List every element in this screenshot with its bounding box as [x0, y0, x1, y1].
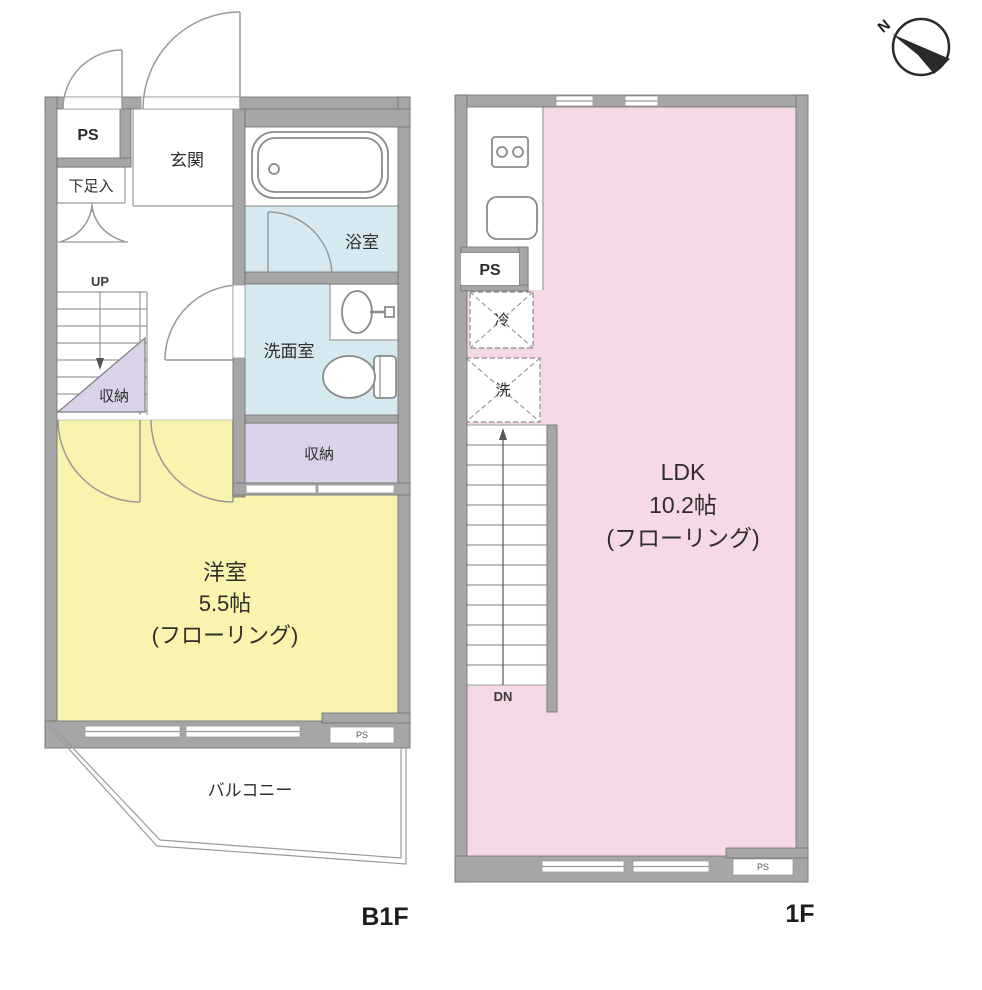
f1-ps-box — [461, 253, 519, 285]
balcony-label: バルコニー — [208, 781, 293, 800]
f1-stairs-arrow — [499, 428, 507, 440]
b1f-ps-small-label: PS — [356, 730, 368, 740]
washroom-sink — [329, 283, 399, 341]
shoe-box-doors — [58, 203, 128, 243]
entry-doors — [62, 11, 241, 110]
washer-label: 洗 — [495, 382, 510, 399]
balcony-window — [84, 725, 301, 738]
b1f-floor-label: B1F — [361, 903, 408, 931]
entrance-label: 玄関 — [170, 151, 204, 170]
washroom-label: 洗面室 — [264, 342, 315, 361]
compass-needle — [892, 34, 950, 74]
kitchen-sink — [486, 196, 538, 240]
balcony — [47, 725, 407, 865]
stairs-direction-arrow — [96, 358, 104, 370]
washroom-door — [164, 284, 241, 361]
stair-storage-label: 収納 — [99, 388, 129, 405]
b1f-ps-bottom-box — [329, 726, 395, 744]
b1f-openings — [62, 96, 395, 744]
fridge-space — [469, 291, 534, 349]
north-compass: N — [875, 16, 951, 77]
western-room-name: 洋室 — [203, 560, 247, 585]
bathroom-label: 浴室 — [345, 233, 379, 252]
f1-ps-small-label: PS — [757, 862, 769, 872]
tub-drain — [268, 163, 280, 175]
bathroom-door — [267, 211, 333, 277]
ldk-size: 10.2帖 — [649, 492, 717, 518]
b1f-floorplan: PS 玄関 下足入 UP 収納 浴室 洗面室 収納 洋室 5.5帖 (フローリン… — [44, 11, 411, 931]
f1-windows — [541, 95, 794, 876]
shoe-box-label: 下足入 — [68, 178, 113, 195]
bathroom-floor — [245, 206, 398, 272]
dn-label: DN — [494, 689, 513, 704]
f1-ps-bottom-box — [732, 858, 794, 876]
f1-floorplan: PS 冷 洗 DN LDK 10.2帖 (フローリング) PS 1F — [454, 94, 815, 928]
ldk-name: LDK — [661, 459, 706, 485]
shoe-box — [56, 166, 126, 204]
f1-ps-label: PS — [479, 262, 501, 279]
b1f-ps-floor — [57, 109, 120, 158]
fridge-label: 冷 — [494, 312, 509, 329]
stair-storage-floor — [56, 336, 146, 413]
f1-stairs — [459, 424, 548, 686]
f1-walls — [454, 94, 809, 883]
north-label: N — [875, 16, 894, 36]
ldk-flooring: (フローリング) — [606, 525, 759, 551]
up-label: UP — [91, 274, 109, 289]
f1-floor-label: 1F — [785, 900, 814, 928]
toilet — [322, 355, 397, 399]
bathtub — [251, 131, 389, 199]
western-room-size: 5.5帖 — [199, 591, 252, 616]
b1f-ps-label: PS — [77, 127, 99, 144]
stove — [491, 136, 529, 168]
kitchen-floor-strip — [529, 247, 543, 290]
compass-circle — [891, 17, 951, 77]
closet-label: 収納 — [304, 446, 334, 463]
western-room-flooring: (フローリング) — [152, 623, 299, 648]
